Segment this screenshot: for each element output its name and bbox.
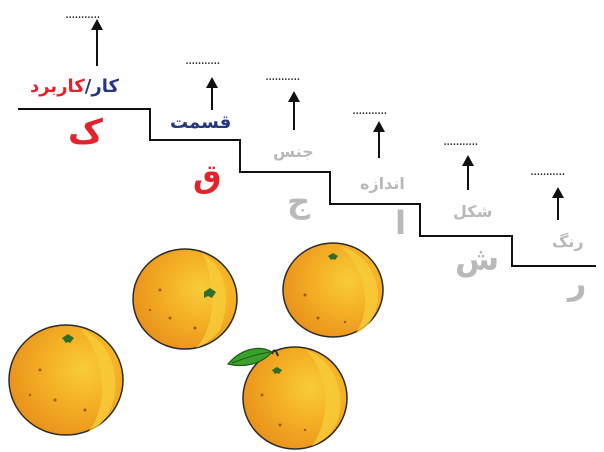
step-label-qesmat: قسمت xyxy=(170,112,232,133)
up-arrow-icon xyxy=(462,155,474,190)
letter-qaf: ق xyxy=(193,157,222,195)
step-label-jens: جنس xyxy=(273,142,314,161)
placeholder-dots: ........... xyxy=(185,53,220,68)
placeholder-dots: ........... xyxy=(352,103,387,118)
up-arrow-icon xyxy=(373,121,385,158)
letter-jim: ج xyxy=(287,182,311,220)
orange-1 xyxy=(132,248,238,350)
placeholder-dots: ........... xyxy=(65,7,100,22)
letter-alef: ا xyxy=(395,204,406,242)
letter-re: ر xyxy=(568,264,587,302)
placeholder-dots: ........... xyxy=(265,69,300,84)
step-label-rang: رنگ xyxy=(552,232,584,251)
up-arrow-icon xyxy=(91,19,103,66)
step-label-andaze: اندازه xyxy=(360,174,405,193)
orange-2 xyxy=(282,242,384,338)
up-arrow-icon xyxy=(206,77,218,110)
step-label-kar: کار/کاربرد xyxy=(30,76,119,97)
up-arrow-icon xyxy=(288,91,300,130)
letter-kaf: ک xyxy=(68,112,103,152)
up-arrow-icon xyxy=(552,187,564,220)
step-label-shekl: شکل xyxy=(453,202,493,221)
placeholder-dots: ........... xyxy=(530,164,565,179)
orange-3 xyxy=(8,324,124,436)
placeholder-dots: ........... xyxy=(443,134,478,149)
word-kar: کار xyxy=(91,76,119,97)
word-karbord: کاربرد xyxy=(30,76,85,97)
letter-shin: ش xyxy=(455,240,500,278)
separator: / xyxy=(84,76,92,97)
orange-4 xyxy=(226,346,348,450)
